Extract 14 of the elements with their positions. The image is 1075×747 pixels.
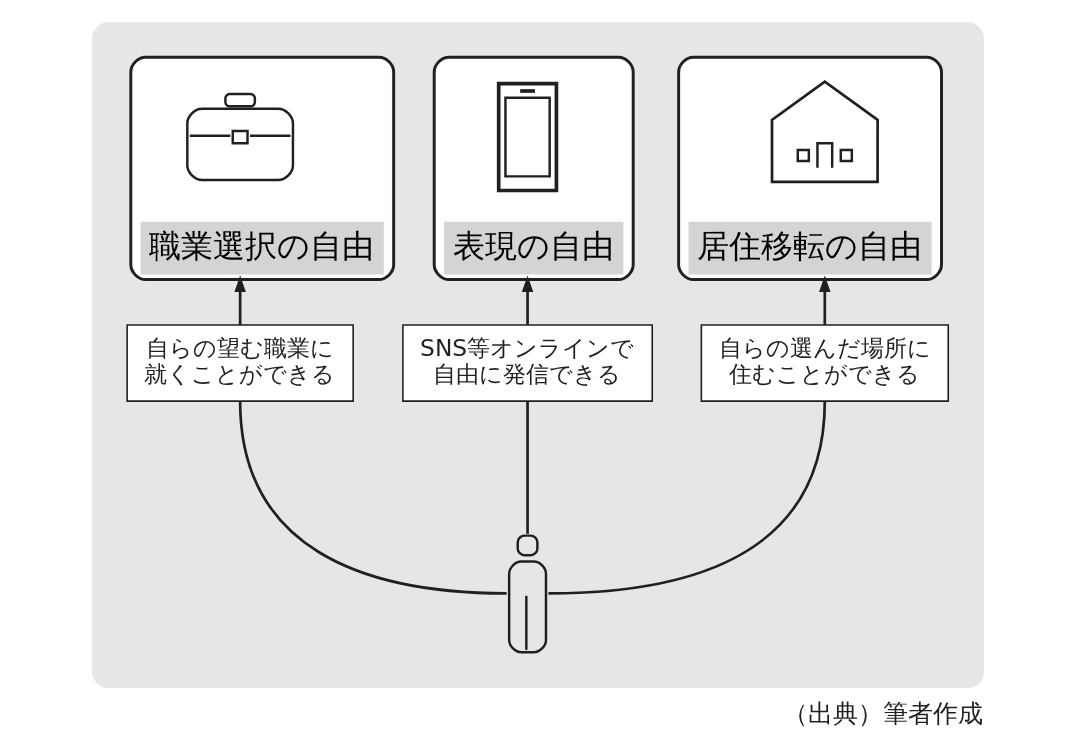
connector — [547, 401, 826, 595]
node-picture — [770, 80, 879, 184]
caption: （出典）筆者作成 — [782, 698, 983, 728]
node-box: 自らの選んだ場所に住むことができる — [700, 324, 949, 402]
cluster: 職業選択の自由 — [128, 55, 395, 281]
arrow — [233, 275, 246, 325]
arrow — [818, 275, 831, 325]
connector — [525, 401, 529, 534]
connector — [238, 401, 507, 595]
cluster: 表現の自由 — [432, 55, 635, 281]
node-box: 自らの望む職業に就くことができる — [125, 324, 354, 402]
arrow — [521, 275, 533, 325]
node-box: SNS等オンラインで自由に発信できる — [401, 324, 653, 402]
cluster: 居住移転の自由 — [676, 55, 943, 281]
